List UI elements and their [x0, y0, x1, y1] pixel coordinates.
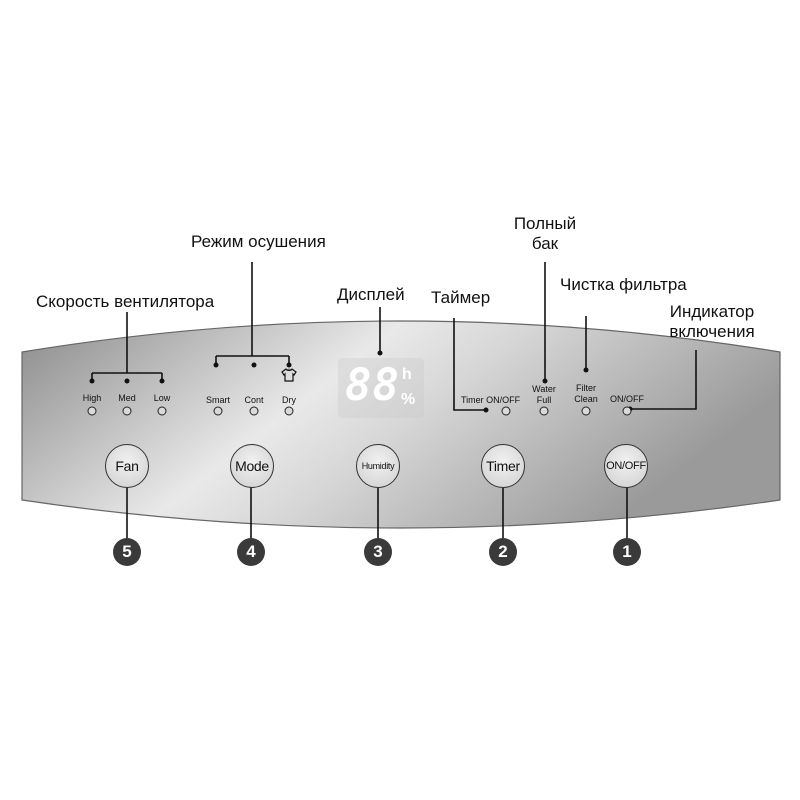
panel-body	[21, 320, 781, 529]
led-high	[87, 406, 97, 416]
mode-button-label: Mode	[235, 458, 269, 474]
mode-button[interactable]: Mode	[230, 444, 274, 488]
display-digits: 88	[345, 360, 400, 411]
fan-speed-callout: Скорость вентилятора	[36, 292, 215, 311]
badge-5: 5	[113, 538, 141, 566]
led-water-full	[539, 406, 549, 416]
timer-button[interactable]: Timer	[481, 444, 525, 488]
humidity-button[interactable]: Humidity	[356, 444, 400, 488]
led-label-clean: Clean	[574, 394, 598, 404]
timer-callout: Таймер	[431, 288, 491, 307]
led-cont	[249, 406, 259, 416]
display-unit-percent: %	[401, 391, 416, 408]
shirt-icon	[281, 368, 297, 382]
led-dry	[284, 406, 294, 416]
badge-2: 2	[489, 538, 517, 566]
led-label-timer: Timer ON/OFF	[461, 395, 521, 405]
fan-button[interactable]: Fan	[105, 444, 149, 488]
led-timer	[501, 406, 511, 416]
led-label-smart: Smart	[205, 395, 231, 405]
led-smart	[213, 406, 223, 416]
led-power	[622, 406, 632, 416]
badge-1: 1	[613, 538, 641, 566]
led-filter-clean	[581, 406, 591, 416]
power-button-label: ON/OFF	[606, 460, 646, 472]
led-label-power: ON/OFF	[610, 394, 644, 404]
humidity-button-label: Humidity	[361, 461, 395, 471]
timer-button-label: Timer	[486, 458, 520, 474]
tank-full-callout: Полный бак	[502, 214, 588, 254]
power-indicator-callout: Индикатор включения	[656, 302, 768, 342]
led-label-high: High	[82, 393, 102, 403]
tank-full-line1: Полный	[513, 214, 577, 233]
power-indicator-line1: Индикатор	[669, 302, 755, 321]
display-window	[338, 358, 424, 418]
led-label-med: Med	[118, 393, 136, 403]
led-label-cont: Cont	[244, 395, 264, 405]
led-label-filter: Filter	[576, 383, 596, 393]
power-indicator-line2: включения	[669, 322, 755, 341]
dry-mode-callout: Режим осушения	[191, 232, 326, 251]
led-label-full: Full	[536, 395, 552, 405]
fan-button-label: Fan	[115, 458, 139, 474]
led-label-water: Water	[532, 384, 556, 394]
badge-4: 4	[237, 538, 265, 566]
led-low	[157, 406, 167, 416]
display-unit-hours: h	[402, 366, 412, 383]
led-label-dry: Dry	[282, 395, 296, 405]
display-callout: Дисплей	[337, 285, 405, 304]
power-button[interactable]: ON/OFF	[604, 444, 648, 488]
led-med	[122, 406, 132, 416]
led-label-low: Low	[153, 393, 171, 403]
badge-3: 3	[364, 538, 392, 566]
filter-clean-callout: Чистка фильтра	[560, 275, 687, 294]
tank-full-line2: бак	[531, 234, 559, 253]
